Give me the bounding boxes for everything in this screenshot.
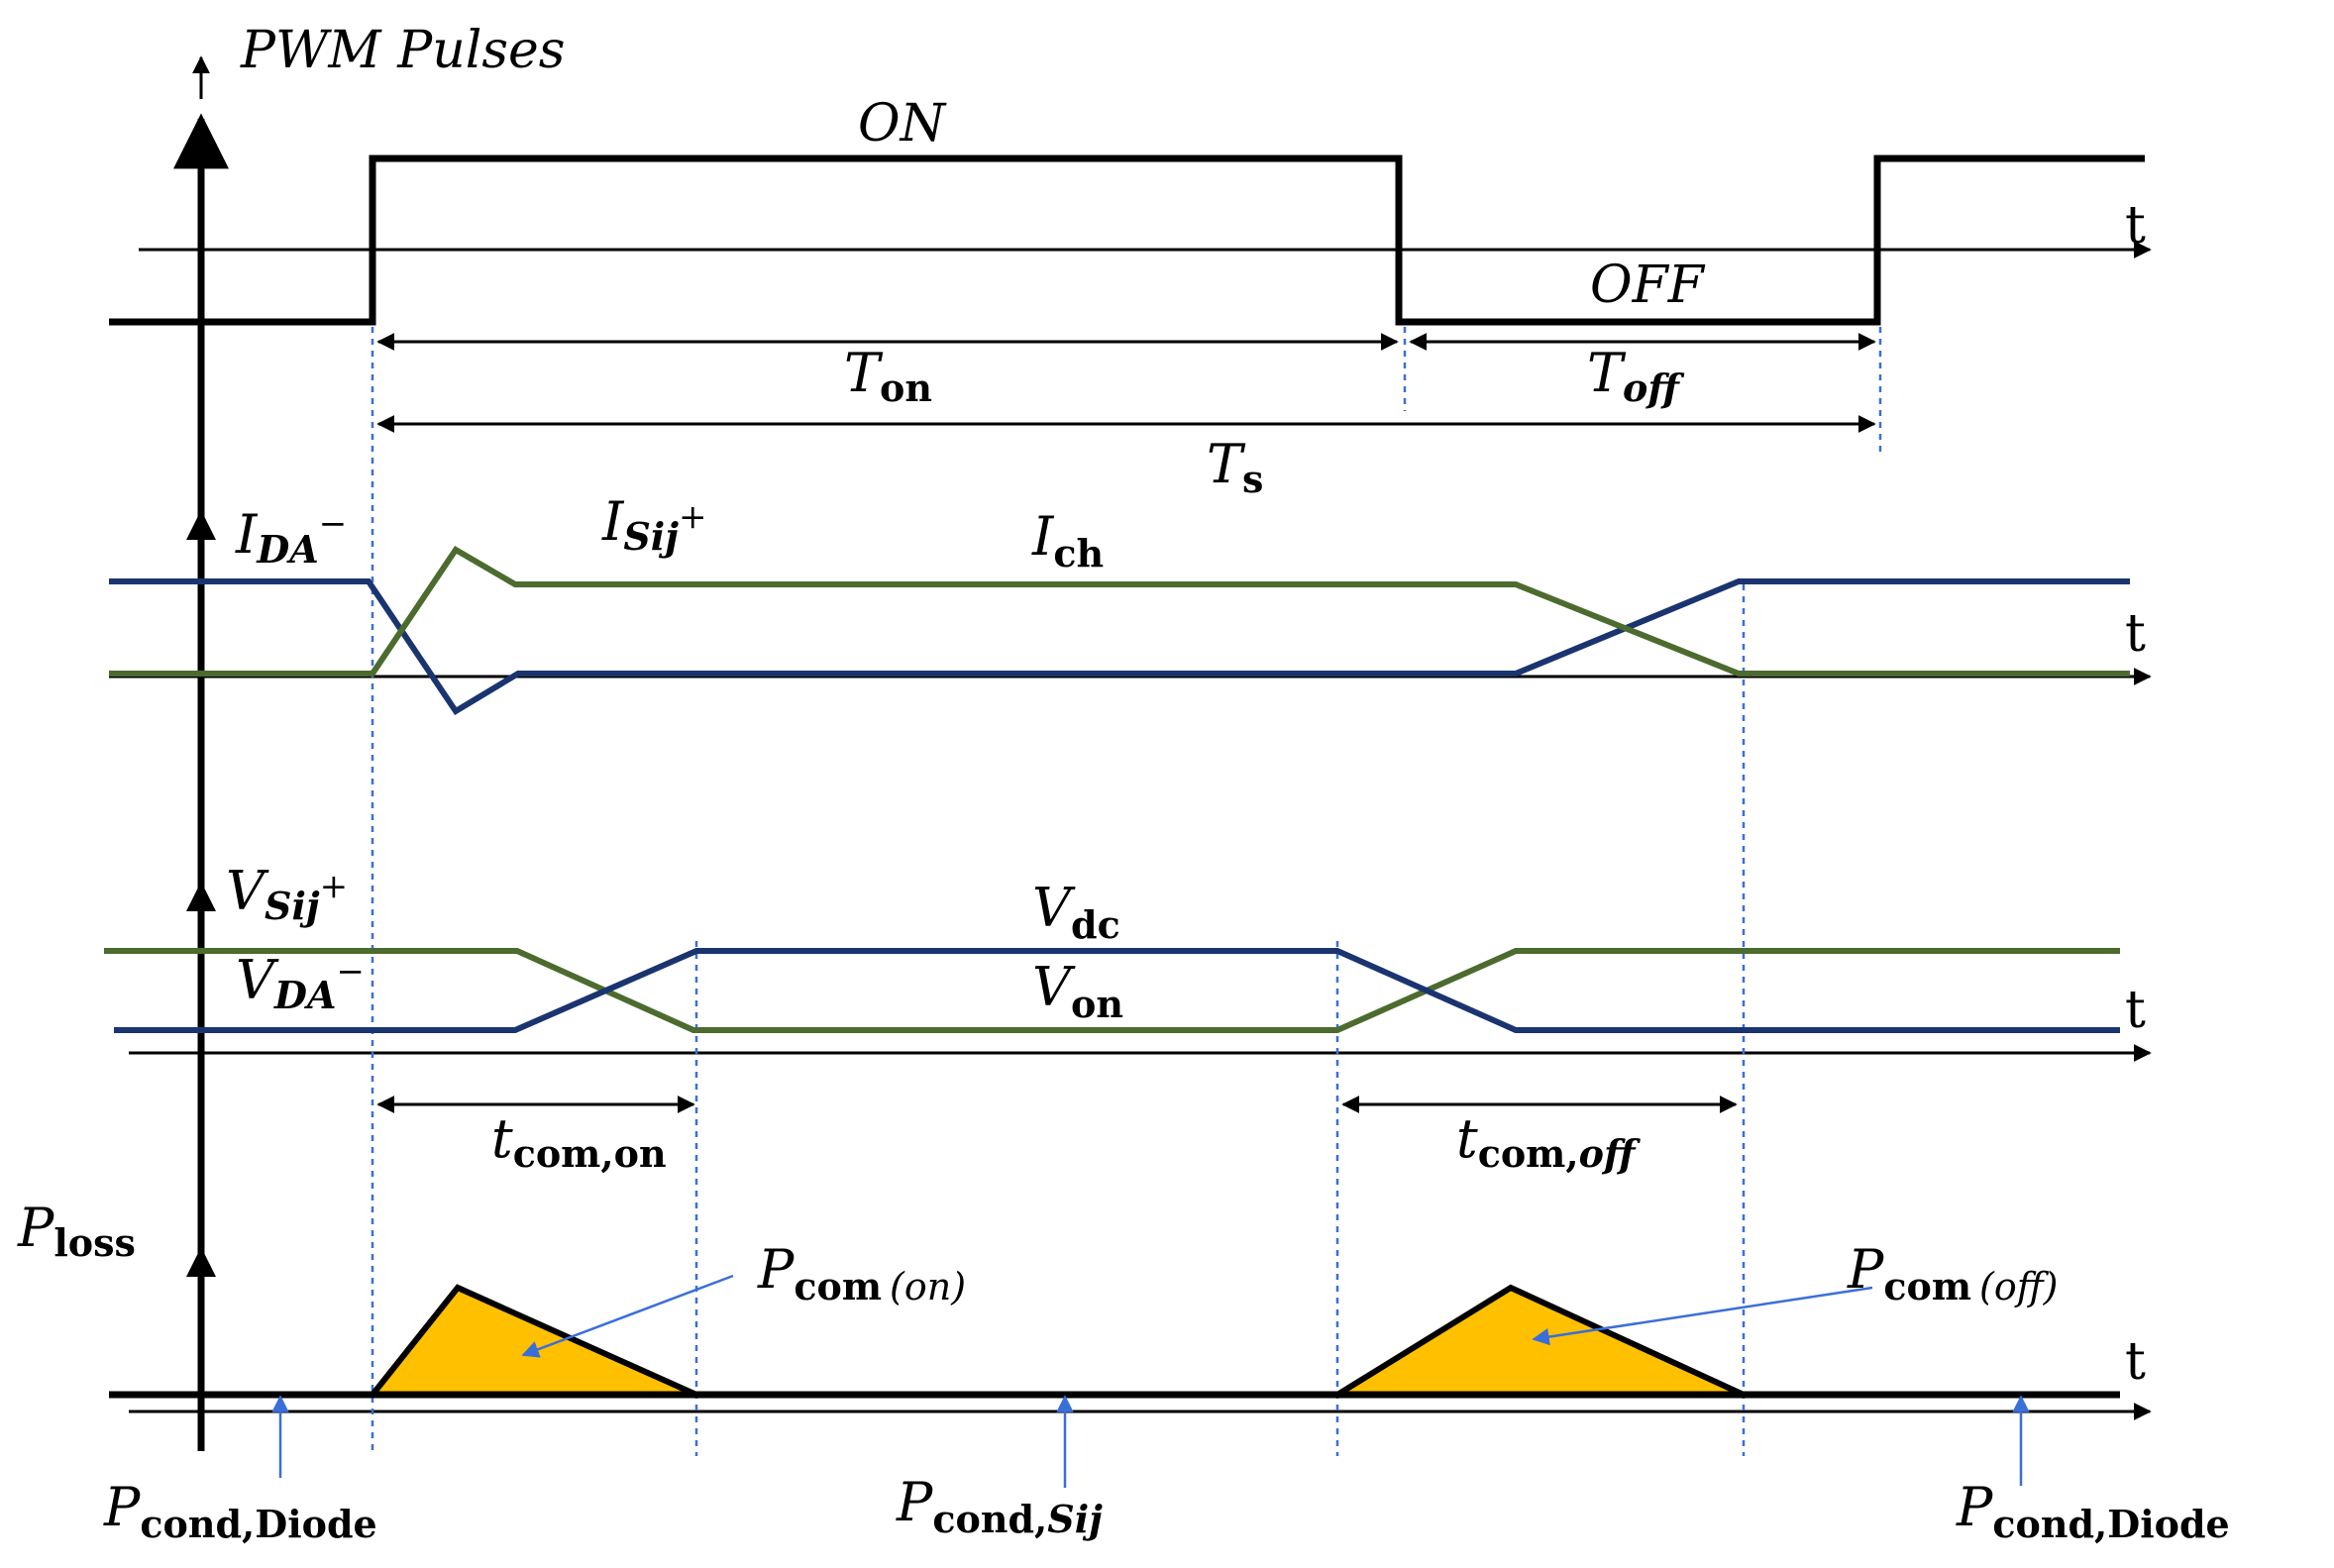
ts-label: Ts <box>1207 433 1263 501</box>
isij-trace <box>109 545 2130 677</box>
pwm-waveform <box>109 155 2145 326</box>
tcom-off-label: tcom,off <box>1456 1107 1641 1176</box>
toff-label: Toff <box>1587 342 1684 410</box>
dashed-guides <box>371 327 1882 1456</box>
vda-trace <box>114 948 2120 1033</box>
pcond-sij-label: Pcond,Sij <box>896 1471 1103 1541</box>
pcom-on-pointer <box>521 1274 734 1358</box>
ich-label: Ich <box>1031 505 1104 575</box>
off-label: OFF <box>1590 256 1706 315</box>
vda-label: VDA− <box>236 949 365 1017</box>
tcom-on-label: tcom,on <box>491 1107 667 1176</box>
ida-trace <box>109 578 2130 716</box>
pwm-title: PWM Pulses <box>240 21 565 80</box>
ton-label: Ton <box>844 342 932 410</box>
vdc-label: Vdc <box>1032 877 1120 947</box>
pcom-on-triangle <box>366 1284 698 1398</box>
t-axis-label-current: t <box>2125 604 2146 664</box>
vsij-label: VSij+ <box>226 860 348 928</box>
t-axis-label-pwm: t <box>2125 196 2146 256</box>
ploss-label: Ploss <box>17 1197 136 1265</box>
on-label: ON <box>858 94 947 154</box>
vsij-trace <box>104 948 2120 1033</box>
pcond-diode-left-label: Pcond,Diode <box>103 1476 377 1546</box>
von-label: Von <box>1032 956 1123 1026</box>
pcom-off-label: Pcom(off) <box>1847 1238 2059 1308</box>
isij-label: ISij+ <box>601 490 706 559</box>
pcom-off-triangle <box>1326 1284 1746 1398</box>
pcond-diode-right-label: Pcond,Diode <box>1956 1476 2230 1546</box>
t-axis-label-voltage: t <box>2125 981 2146 1040</box>
t-axis-label-loss: t <box>2125 1332 2146 1392</box>
pcom-on-label: Pcom(on) <box>757 1238 966 1308</box>
ida-label: IDA− <box>235 503 347 572</box>
pcom-off-pointer <box>1532 1286 1873 1346</box>
